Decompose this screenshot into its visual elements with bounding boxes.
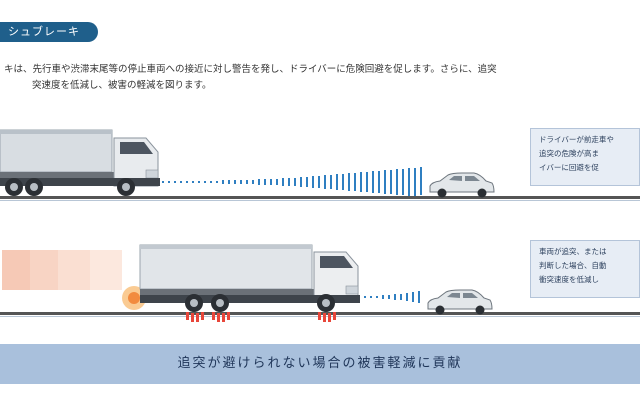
truck-top: [0, 129, 160, 196]
intro-line-1: キは、先行車や渋滞末尾等の停止車両への接近に対し警告を発し、ドライバーに危険回避…: [4, 64, 497, 75]
truck-bottom: [139, 244, 360, 312]
summary-banner: 追突が避けられない場合の被害軽減に貢献: [0, 344, 640, 384]
radar-waves-top: [162, 167, 422, 196]
info-panel-braking-line-1: 車両が追突、または: [539, 247, 607, 256]
info-panel-warning-line-1: ドライバーが前走車や: [539, 135, 614, 144]
info-panel-braking: 車両が追突、または 判断した場合、自動 衝突速度を低減し: [530, 240, 640, 298]
brake-indicators: [186, 312, 336, 322]
motion-trail: [2, 250, 122, 290]
info-panel-warning-line-2: 追突の危険が高ま: [539, 149, 599, 158]
radar-waves-bottom: [364, 291, 420, 303]
section-title: シュブレーキ: [0, 22, 98, 42]
section-title-text: シュブレーキ: [8, 25, 80, 38]
car-top: [429, 172, 495, 198]
road-top-shoulder: [0, 200, 640, 201]
car-bottom: [427, 289, 493, 315]
road-top: [0, 196, 640, 199]
info-panel-warning-line-3: イバーに回避を促: [539, 163, 599, 172]
info-panel-braking-line-2: 判断した場合、自動: [539, 261, 607, 270]
intro-text: キは、先行車や渋滞末尾等の停止車両への接近に対し警告を発し、ドライバーに危険回避…: [4, 62, 640, 94]
intro-line-2: 突速度を低減し、被害の軽減を図ります。: [32, 80, 212, 91]
summary-banner-text: 追突が避けられない場合の被害軽減に貢献: [177, 356, 463, 371]
info-panel-warning: ドライバーが前走車や 追突の危険が高ま イバーに回避を促: [530, 128, 640, 186]
info-panel-braking-line-3: 衝突速度を低減し: [539, 275, 599, 284]
